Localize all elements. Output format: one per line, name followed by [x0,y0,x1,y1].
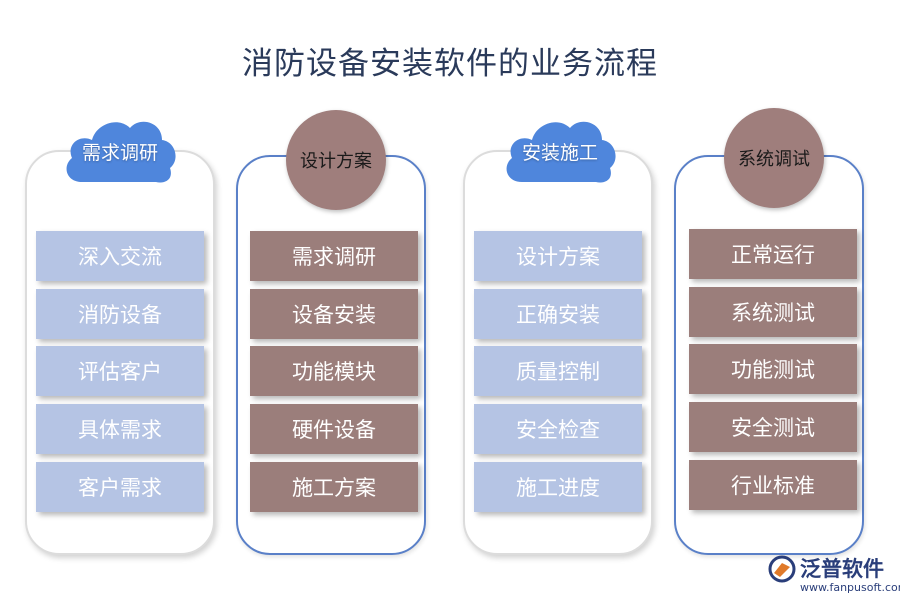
logo-name: 泛普软件 [800,557,884,581]
list-item: 行业标准 [689,460,857,510]
header-label-4: 系统调试 [738,149,810,170]
cloud-icon [66,121,176,183]
list-item: 质量控制 [474,346,642,396]
list-item: 功能测试 [689,344,857,394]
header-label-1: 需求调研 [81,141,158,164]
list-item: 客户需求 [36,462,204,512]
list-item: 深入交流 [36,231,204,281]
list-item: 硬件设备 [250,404,418,454]
list-item: 设计方案 [474,231,642,281]
list-item: 需求调研 [250,231,418,281]
list-item: 消防设备 [36,289,204,339]
list-item: 正确安装 [474,289,642,339]
logo-mark-icon [768,555,796,583]
list-item: 系统测试 [689,287,857,337]
list-item: 正常运行 [689,229,857,279]
logo-url: www.fanpusoft.com [800,581,900,594]
list-item: 安全测试 [689,402,857,452]
cloud-header-1: 需求调研 [60,102,180,188]
list-item: 评估客户 [36,346,204,396]
list-item: 安全检查 [474,404,642,454]
list-item: 设备安装 [250,289,418,339]
list-item: 具体需求 [36,404,204,454]
header-label-2: 设计方案 [300,151,372,172]
list-item: 施工进度 [474,462,642,512]
header-label-3: 安装施工 [521,141,598,164]
cloud-icon [506,121,616,183]
diagram-title: 消防设备安装软件的业务流程 [242,46,658,82]
cloud-header-3: 安装施工 [500,102,620,188]
list-item: 功能模块 [250,346,418,396]
company-logo: 泛普软件 www.fanpusoft.com [768,553,900,597]
circle-header-4: 系统调试 [724,108,824,208]
list-item: 施工方案 [250,462,418,512]
circle-header-2: 设计方案 [286,110,386,210]
